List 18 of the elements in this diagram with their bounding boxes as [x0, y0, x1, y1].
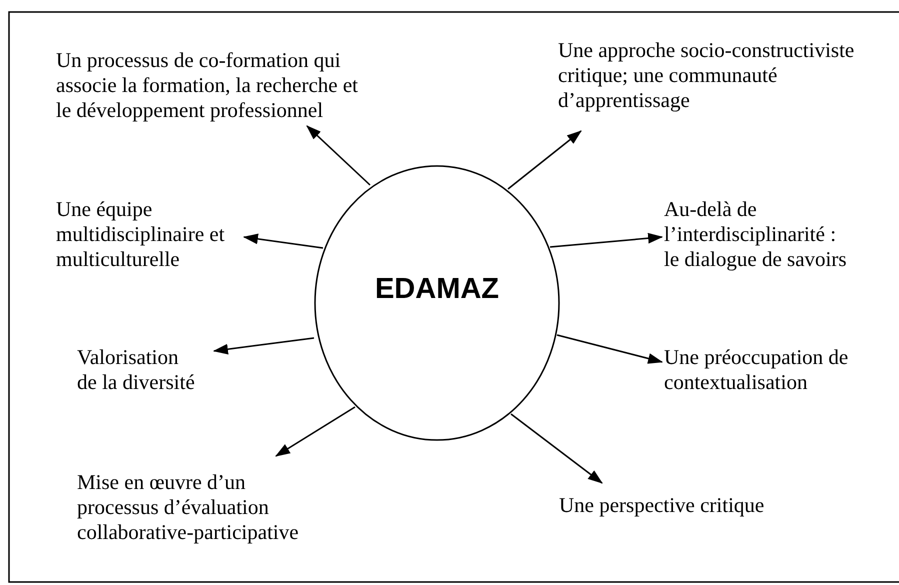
text-label: Valorisation de la diversité	[77, 345, 195, 395]
text-label: Une préoccupation de contextualisation	[664, 345, 848, 395]
text-label: Une équipe multidisciplinaire et multiculturelle	[56, 197, 225, 272]
arrow	[510, 413, 603, 484]
text-label: Mise en œuvre d’un processus d’évaluation collaborative-participative	[77, 470, 299, 545]
arrow	[212, 337, 314, 355]
text-label: Au-delà de l’interdisciplinarité : le dialogue de savoirs	[664, 197, 847, 272]
arrow	[556, 334, 664, 364]
arrow	[306, 125, 371, 186]
central-circle	[314, 165, 560, 441]
text-label: Un processus de co-formation qui associe la formation, la recherche et le développement professionnel	[56, 48, 358, 123]
center-title: EDAMAZ	[374, 272, 500, 306]
arrow	[550, 232, 664, 248]
text-label: Une approche socio-constructiviste critique; une communauté d’apprentissage	[558, 38, 854, 113]
text-label: Une perspective critique	[559, 493, 764, 518]
arrow	[508, 130, 582, 190]
arrow	[242, 234, 324, 249]
arrow	[275, 406, 356, 457]
